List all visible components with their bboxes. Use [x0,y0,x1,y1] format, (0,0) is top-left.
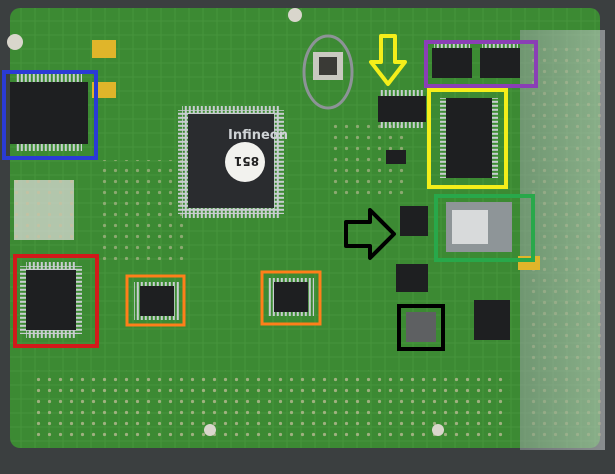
annotation-green-box [434,194,535,262]
annotation-black-arrow [344,208,396,260]
chip-misc [396,264,428,292]
chip-sticker [225,142,265,182]
via-field-bottom [30,370,510,440]
annotation-orange-box-left [125,274,186,327]
chip-brand-label: Infineon [228,128,288,143]
chip-yellow-box [446,98,492,178]
annotation-orange-box-right [260,270,322,326]
chip-orange-right [274,282,308,312]
chip-blue [10,82,88,144]
mounting-hole [7,34,23,50]
annotation-yellow-arrow [369,34,407,86]
mounting-hole [432,424,444,436]
chip-black-arrow [400,206,428,236]
mounting-hole [288,8,302,22]
annotation-blue-box [2,70,98,160]
chip-red [26,270,76,330]
annotation-gray-ellipse [302,34,354,110]
chip-sticker-text: 851 [234,154,260,168]
mounting-hole [204,424,216,436]
capacitor [92,40,116,58]
annotation-purple-box [424,40,538,88]
chip-misc [474,300,510,340]
annotation-red-box [13,254,99,348]
chip-orange-left [140,286,174,316]
small-component [406,312,436,342]
chip-purple-left [432,48,472,78]
annotation-black-box [397,304,445,351]
chip-purple-right [480,48,520,78]
chip-yellow-arrow [378,96,426,122]
annotation-yellow-box [427,88,508,189]
